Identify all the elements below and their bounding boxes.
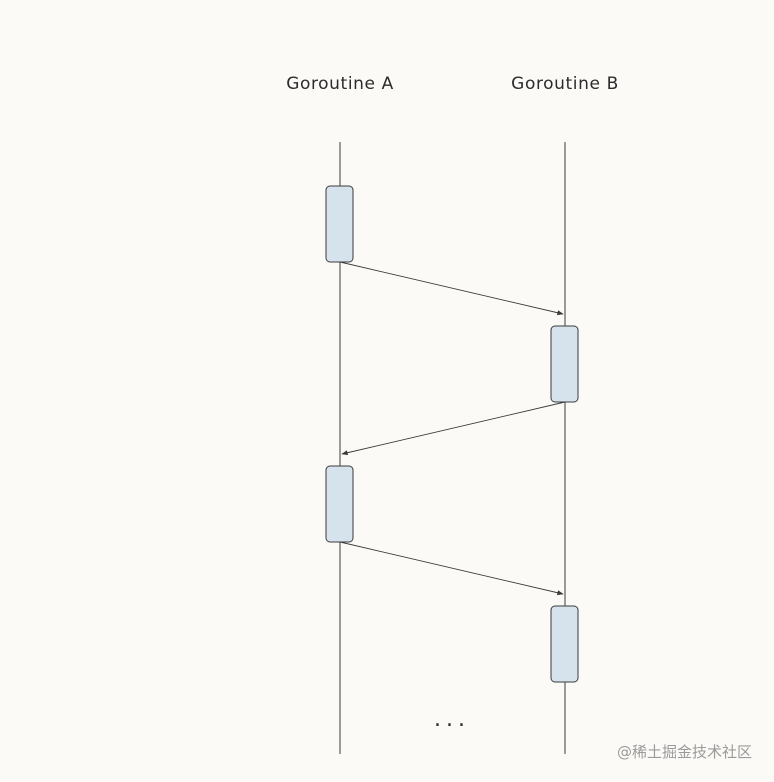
message-arrow-a-to-b xyxy=(339,261,564,316)
activation-box-goroutine-b xyxy=(550,605,579,683)
message-arrow-b-to-a xyxy=(341,401,566,456)
lane-title-goroutine-a: Goroutine A xyxy=(286,74,394,94)
activation-box-goroutine-a xyxy=(325,465,354,543)
activation-box-goroutine-b xyxy=(550,325,579,403)
continuation-ellipsis: ... xyxy=(434,707,470,732)
message-arrow-a-to-b xyxy=(339,541,564,596)
watermark-text: @稀土掘金技术社区 xyxy=(616,743,752,761)
activation-box-goroutine-a xyxy=(325,185,354,263)
lane-title-goroutine-b: Goroutine B xyxy=(511,74,619,94)
